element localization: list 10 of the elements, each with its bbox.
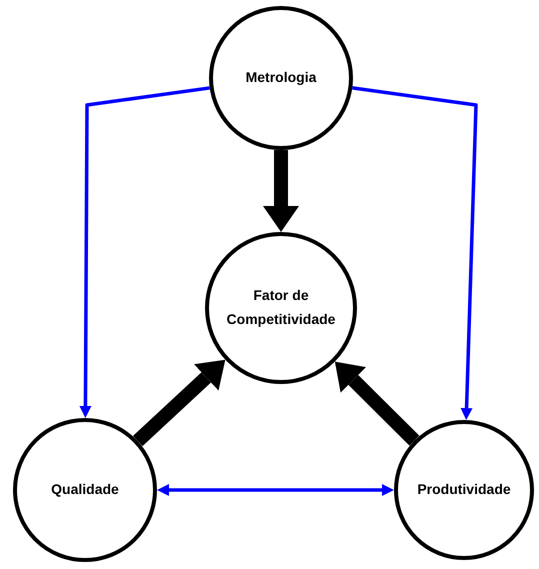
arrow bbox=[263, 150, 299, 232]
node-label: Metrologia bbox=[244, 68, 318, 88]
arrow bbox=[79, 86, 210, 418]
node-label: Fator de Competitividade bbox=[226, 286, 336, 329]
arrow bbox=[157, 484, 394, 496]
node-label: Qualidade bbox=[50, 480, 120, 500]
arrow bbox=[352, 86, 478, 420]
arrow bbox=[133, 360, 226, 446]
arrow bbox=[334, 362, 420, 446]
node-label: Produtividade bbox=[416, 480, 512, 500]
